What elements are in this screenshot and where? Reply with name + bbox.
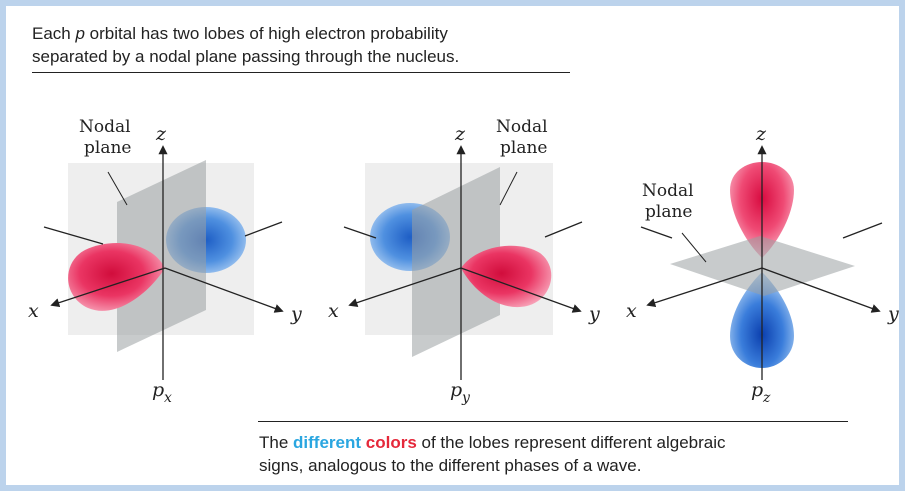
- bottom-caption-line1: of the lobes represent different algebra…: [417, 433, 726, 452]
- orbital-py: Nodal plane z x y p y: [328, 117, 600, 406]
- px-orbital-sub: x: [164, 390, 172, 406]
- pz-orbital-sub: z: [762, 390, 771, 406]
- px-y-label: y: [290, 303, 302, 325]
- pz-x-label: x: [626, 300, 637, 322]
- bottom-caption: The different colors of the lobes repres…: [259, 431, 879, 477]
- pz-y-label: y: [887, 303, 899, 325]
- pz-orbital-p: p: [751, 379, 763, 401]
- py-z-label: z: [454, 123, 466, 145]
- bottom-caption-the: The: [259, 433, 293, 452]
- orbital-px: Nodal plane z x y p x: [28, 117, 302, 406]
- pz-nodal-label-line1: Nodal: [642, 181, 694, 201]
- bottom-rule: [258, 421, 848, 422]
- px-z-label: z: [155, 123, 167, 145]
- px-orbital-p: p: [152, 379, 164, 401]
- py-nodal-label-line1: Nodal: [496, 117, 548, 137]
- py-orbital-p: p: [450, 379, 462, 401]
- px-nodal-label-line1: Nodal: [79, 117, 131, 137]
- px-x-label: x: [28, 300, 39, 322]
- py-nodal-label-line2: plane: [500, 138, 547, 158]
- highlight-colors: colors: [366, 433, 417, 452]
- pz-x-axis-back: [641, 227, 672, 238]
- py-x-label: x: [328, 300, 339, 322]
- pz-y-axis-back: [843, 223, 882, 238]
- pz-nodal-label-line2: plane: [645, 202, 692, 222]
- highlight-different: different: [293, 433, 361, 452]
- pz-z-label: z: [755, 123, 767, 145]
- py-y-label: y: [588, 303, 600, 325]
- px-nodal-label-line2: plane: [84, 138, 131, 158]
- bottom-caption-line2: signs, analogous to the different phases…: [259, 454, 879, 477]
- orbital-pz: Nodal plane z x y p z: [626, 123, 899, 406]
- py-orbital-sub: y: [461, 390, 471, 406]
